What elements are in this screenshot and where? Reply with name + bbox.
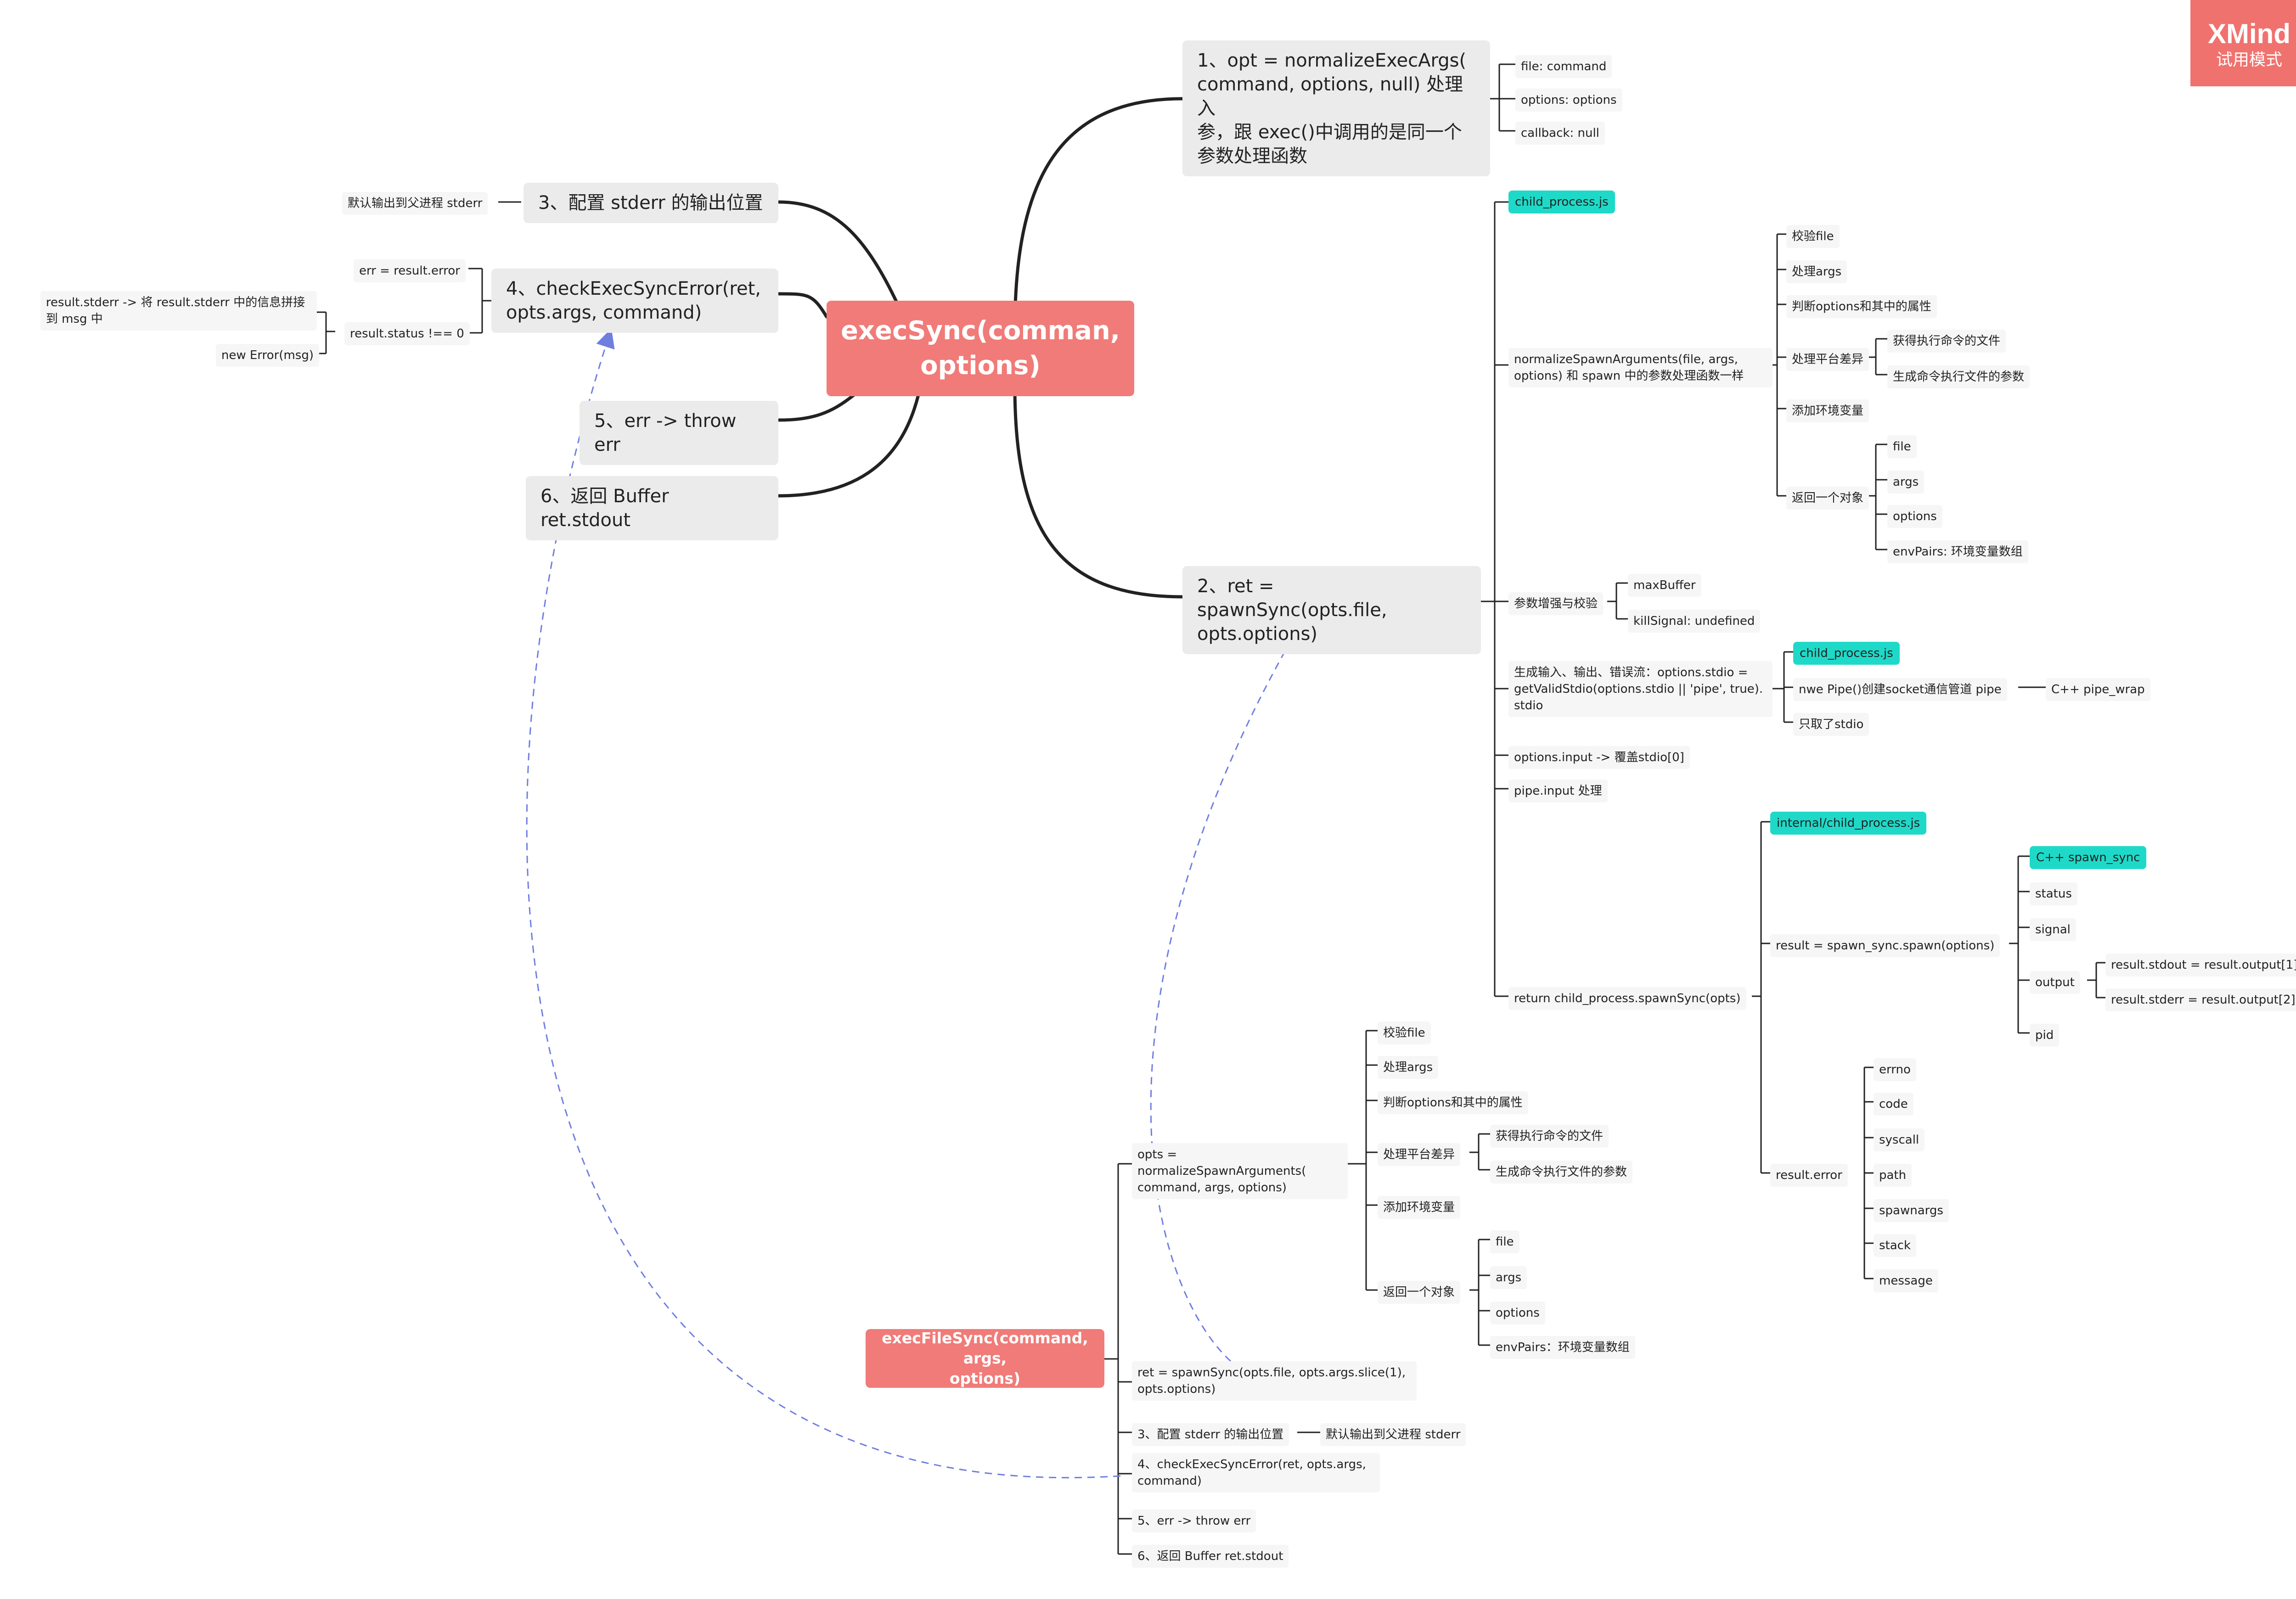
file-platform-args[interactable]: 生成命令执行文件的参数 [1490,1161,1633,1184]
xmind-trial-badge: XMind 试用模式 [2190,0,2296,86]
file-ret-args[interactable]: args [1490,1266,1527,1289]
file-spawn-sync[interactable]: ret = spawnSync(opts.file, opts.args.sli… [1132,1361,1417,1401]
result-status[interactable]: status [2030,882,2077,905]
root-topic-exec-file-sync[interactable]: execFileSync(command, args, options) [866,1329,1104,1388]
stderr-default[interactable]: 默认输出到父进程 stderr [342,192,488,215]
file-ret-file[interactable]: file [1490,1230,1519,1253]
error-errno[interactable]: errno [1874,1058,1916,1081]
file-return-object[interactable]: 返回一个对象 [1378,1281,1461,1304]
norm-ret-env[interactable]: envPairs: 环境变量数组 [1887,540,2028,563]
file-args[interactable]: 处理args [1378,1056,1439,1079]
sub-branches [317,63,2105,1555]
error-stack[interactable]: stack [1874,1234,1917,1257]
topic-spawn-sync[interactable]: 2、ret = spawnSync(opts.file, opts.option… [1182,566,1481,654]
file-options[interactable]: 判断options和其中的属性 [1378,1091,1528,1114]
spawn-pipe-input[interactable]: pipe.input 处理 [1508,780,1608,802]
check-status[interactable]: result.status !== 0 [344,322,470,345]
check-stderr[interactable]: result.stderr -> 将 result.stderr 中的信息拼接 … [40,291,317,331]
topic-normalize-exec-args[interactable]: 1、opt = normalizeExecArgs( command, opti… [1182,40,1490,176]
norm-ret-file[interactable]: file [1887,435,1917,458]
file-env[interactable]: 添加环境变量 [1378,1196,1461,1219]
opt-file[interactable]: file: command [1515,55,1612,78]
norm-platform[interactable]: 处理平台差异 [1786,348,1869,371]
stdio-only[interactable]: 只取了stdio [1793,713,1869,736]
tag-stdio-child-process-js[interactable]: child_process.js [1793,642,1900,665]
enhance-killsignal[interactable]: killSignal: undefined [1628,610,1761,633]
enhance-maxbuffer[interactable]: maxBuffer [1628,574,1701,597]
norm-ret-options[interactable]: options [1887,505,1942,528]
result-stdout[interactable]: result.stdout = result.output[1] [2105,954,2296,976]
file-return-buffer[interactable]: 6、返回 Buffer ret.stdout [1132,1545,1289,1568]
result-pid[interactable]: pid [2030,1024,2060,1047]
return-result-error[interactable]: result.error [1770,1164,1848,1187]
file-check-error[interactable]: 4、checkExecSyncError(ret, opts.args, com… [1132,1453,1380,1492]
tag-cpp-spawn-sync[interactable]: C++ spawn_sync [2030,846,2147,869]
file-ret-env[interactable]: envPairs：环境变量数组 [1490,1336,1635,1359]
norm-options[interactable]: 判断options和其中的属性 [1786,295,1937,318]
stdio-pipe-wrap[interactable]: C++ pipe_wrap [2046,678,2150,701]
spawn-normalize-args[interactable]: normalizeSpawnArguments(file, args, opti… [1508,348,1773,387]
file-stderr-default[interactable]: 默认输出到父进程 stderr [1320,1423,1466,1446]
file-platform[interactable]: 处理平台差异 [1378,1143,1461,1166]
check-err[interactable]: err = result.error [354,259,466,282]
norm-platform-args[interactable]: 生成命令执行文件的参数 [1887,365,2030,388]
tag-child-process-js[interactable]: child_process.js [1508,191,1615,213]
xmind-logo-text: XMind [2208,18,2290,49]
xmind-trial-text: 试用模式 [2216,50,2282,69]
result-output[interactable]: output [2030,971,2080,994]
norm-ret-args[interactable]: args [1887,471,1925,494]
return-result-spawn[interactable]: result = spawn_sync.spawn(options) [1770,934,2000,957]
main-branches [777,97,1184,599]
result-stderr[interactable]: result.stderr = result.output[2] [2105,988,2296,1011]
norm-env[interactable]: 添加环境变量 [1786,399,1869,422]
tag-internal-child-process-js[interactable]: internal/child_process.js [1770,812,1927,835]
norm-args[interactable]: 处理args [1786,260,1847,283]
error-message[interactable]: message [1874,1269,1938,1292]
file-normalize-args[interactable]: opts = normalizeSpawnArguments( command,… [1132,1143,1348,1199]
file-ret-options[interactable]: options [1490,1302,1545,1324]
root-topic[interactable]: execSync(comman, options) [827,301,1134,396]
file-check-file[interactable]: 校验file [1378,1021,1431,1044]
error-syscall[interactable]: syscall [1874,1128,1925,1151]
error-code[interactable]: code [1874,1093,1913,1116]
opt-options[interactable]: options: options [1515,89,1622,112]
opt-callback[interactable]: callback: null [1515,122,1605,145]
spawn-options-input[interactable]: options.input -> 覆盖stdio[0] [1508,746,1690,769]
norm-platform-file[interactable]: 获得执行命令的文件 [1887,330,2006,353]
spawn-enhance[interactable]: 参数增强与校验 [1508,592,1604,615]
spawn-return[interactable]: return child_process.spawnSync(opts) [1508,987,1746,1010]
result-signal[interactable]: signal [2030,918,2076,941]
file-platform-file[interactable]: 获得执行命令的文件 [1490,1125,1609,1148]
topic-return-buffer[interactable]: 6、返回 Buffer ret.stdout [526,476,778,540]
spawn-stdio[interactable]: 生成输入、输出、错误流：options.stdio = getValidStdi… [1508,661,1773,717]
check-new-error[interactable]: new Error(msg) [216,344,320,367]
topic-check-exec-sync-error[interactable]: 4、checkExecSyncError(ret, opts.args, com… [491,269,778,333]
file-stderr[interactable]: 3、配置 stderr 的输出位置 [1132,1423,1289,1446]
stdio-new-pipe[interactable]: nwe Pipe()创建socket通信管道 pipe [1793,678,2007,701]
topic-stderr-output[interactable]: 3、配置 stderr 的输出位置 [523,183,778,223]
error-spawnargs[interactable]: spawnargs [1874,1199,1949,1222]
norm-check-file[interactable]: 校验file [1786,225,1840,248]
reference-arrows [526,328,1300,1479]
file-throw-err[interactable]: 5、err -> throw err [1132,1509,1256,1532]
error-path[interactable]: path [1874,1164,1912,1187]
norm-return-object[interactable]: 返回一个对象 [1786,487,1869,510]
topic-throw-err[interactable]: 5、err -> throw err [580,401,778,465]
